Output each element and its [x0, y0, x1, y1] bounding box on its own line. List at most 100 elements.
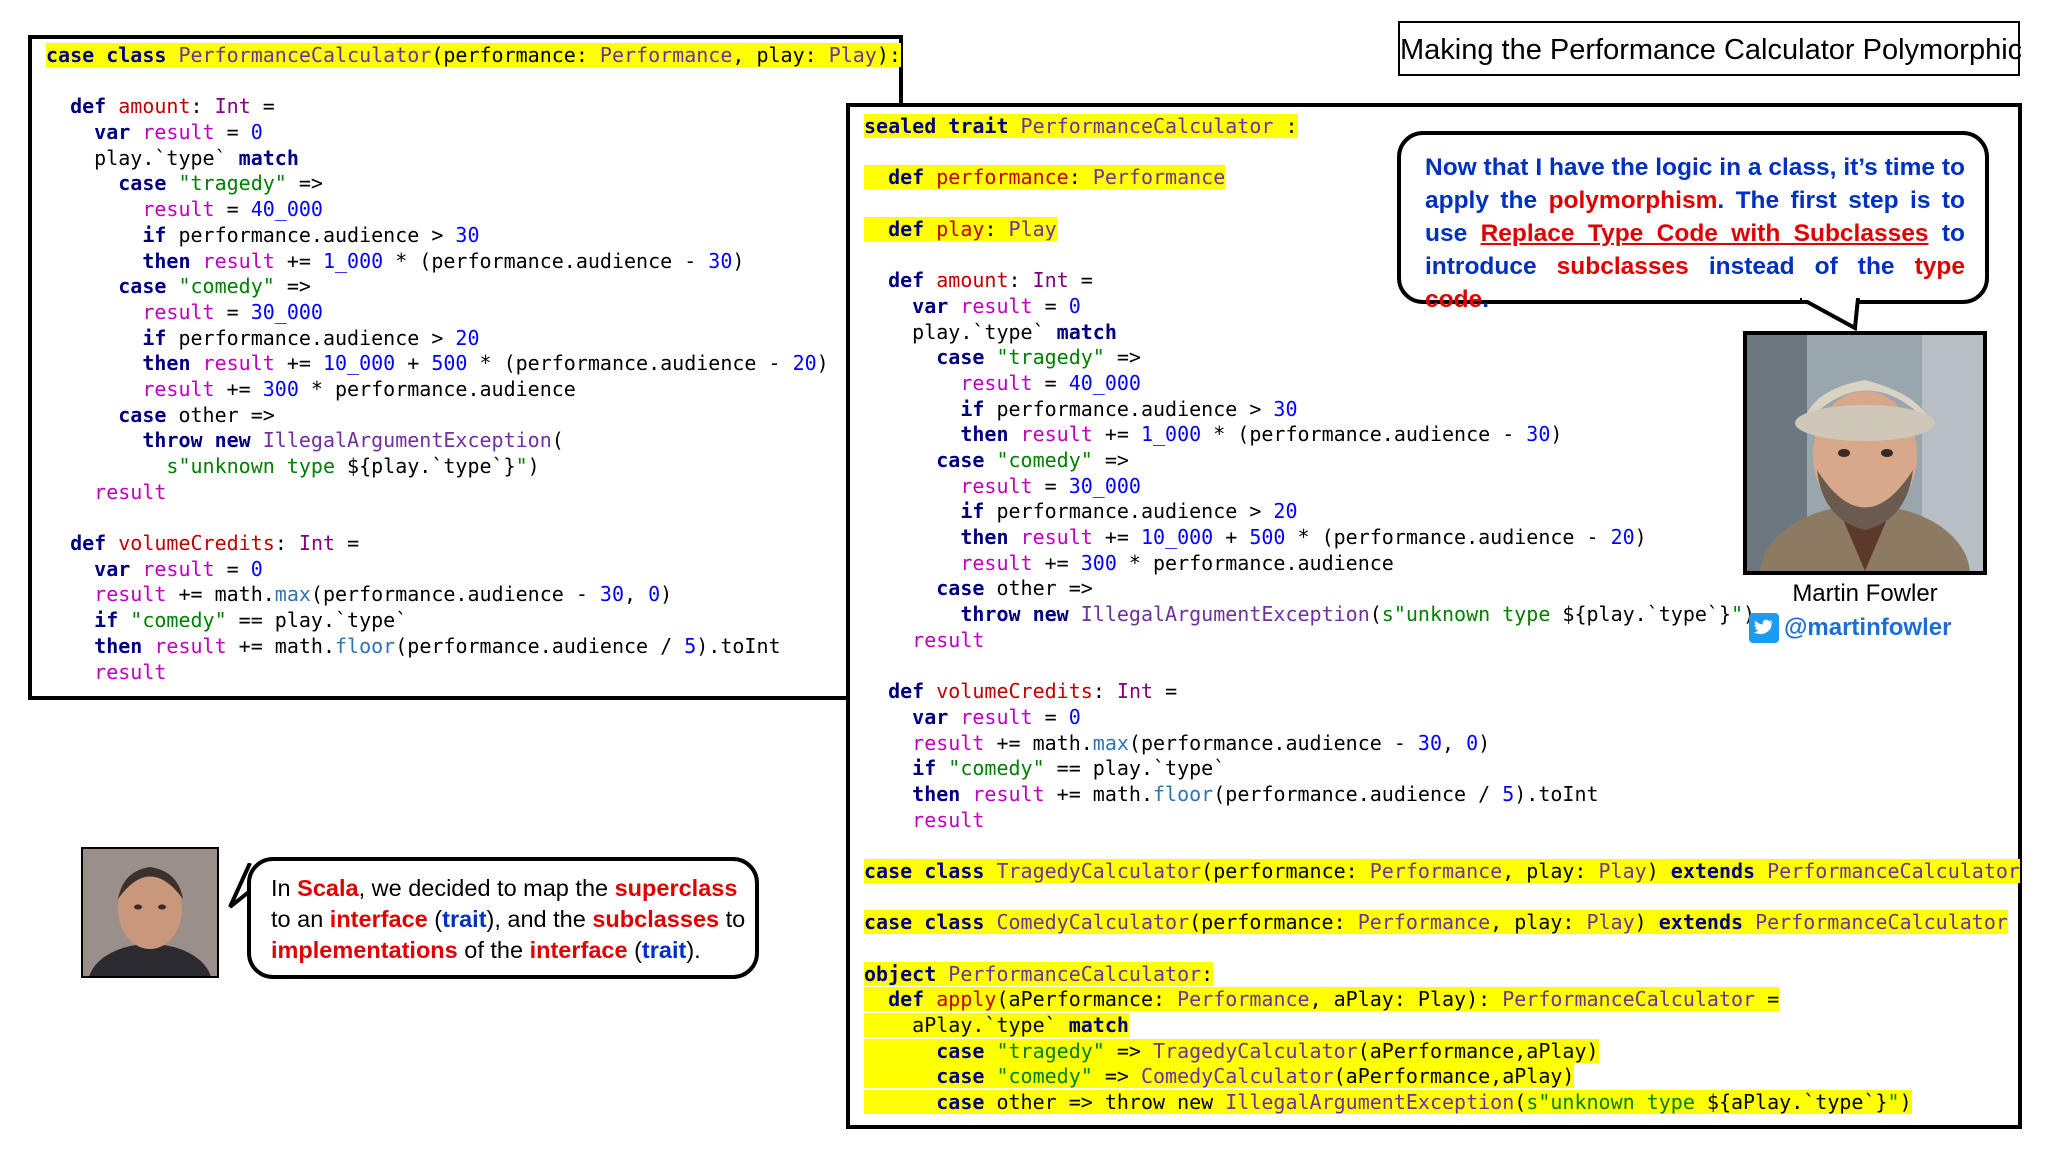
code-token: result — [142, 556, 215, 581]
code-line: case "comedy" => — [864, 448, 2020, 474]
code-token: result — [1020, 422, 1093, 447]
code-token: result — [960, 473, 1033, 498]
author-handle[interactable]: @martinfowler — [1784, 614, 1952, 641]
code-line: def apply(aPerformance: Performance, aPl… — [864, 987, 2020, 1013]
code-token: (performance.audience - — [310, 582, 600, 607]
refactoring-link[interactable]: Replace Type Code with Subclasses — [1480, 220, 1929, 247]
code-line: then result += 1_000 * (performance.audi… — [46, 249, 901, 275]
code-line: case "tragedy" => TragedyCalculator(aPer… — [864, 1038, 2020, 1065]
code-line: var result = 0 — [46, 557, 901, 583]
speech-segment: ), and the — [486, 906, 593, 932]
code-token: result — [202, 248, 275, 273]
code-token: result — [94, 659, 167, 684]
code-token: match — [1068, 1013, 1129, 1038]
code-token — [46, 454, 166, 478]
code-line: result — [46, 480, 901, 506]
code-token: , play: — [1502, 858, 1599, 883]
code-token: * performance.audience — [298, 376, 576, 401]
code-token: Int — [1116, 679, 1154, 704]
code-token: then — [142, 248, 203, 273]
code-token: " — [515, 454, 528, 478]
code-line: result += 300 * performance.audience — [864, 551, 2020, 577]
fowler-speech-bubble: Now that I have the logic in a class, it… — [1397, 131, 1989, 313]
code-token: extends — [1670, 858, 1768, 883]
speech-segment: to introduce — [1425, 220, 1965, 280]
code-token — [46, 249, 142, 273]
code-token: other => throw new — [996, 1090, 1226, 1115]
code-token — [46, 300, 142, 324]
code-token: 10_000 — [322, 351, 396, 376]
code-token: "tragedy" — [178, 171, 287, 196]
code-line: var result = 0 — [864, 705, 2020, 731]
code-token: case — [118, 171, 179, 196]
code-token: += — [274, 351, 323, 376]
speech-segment: polymorphism — [1548, 187, 1718, 214]
code-token — [46, 582, 94, 606]
scala-bubble-tail — [228, 863, 252, 909]
code-line: def play: Play — [864, 216, 2020, 243]
code-line: case other => — [864, 576, 2020, 602]
code-token: , play: — [1490, 910, 1587, 935]
code-token: case — [936, 576, 997, 601]
speech-segment: interface — [329, 906, 428, 932]
code-token: 300 — [262, 376, 299, 401]
speech-segment: ( — [627, 937, 642, 963]
code-token — [46, 403, 118, 427]
code-line: case "comedy" => — [46, 274, 901, 300]
code-token: 20 — [792, 351, 817, 376]
code-token — [864, 628, 912, 652]
code-token: ${play.`type`} — [347, 454, 516, 478]
code-token: 1_000 — [322, 248, 384, 273]
code-token: ) — [527, 454, 540, 478]
code-token: Performance — [1369, 858, 1503, 883]
code-token: max — [274, 582, 311, 607]
speech-segment: superclass — [614, 875, 738, 901]
code-token — [46, 223, 142, 247]
code-token: "comedy" — [178, 274, 275, 299]
code-token: "tragedy" — [996, 345, 1105, 370]
code-token: "tragedy" — [996, 1038, 1105, 1063]
code-token: case — [936, 1064, 997, 1089]
code-token: Play — [1598, 858, 1647, 883]
twitter-icon — [1749, 613, 1779, 643]
code-token: TragedyCalculator — [996, 858, 1202, 883]
code-token: IllegalArgumentException — [1225, 1090, 1515, 1115]
code-token: def — [888, 165, 937, 190]
code-token: 20 — [1273, 499, 1298, 524]
code-line: then result += 10_000 + 500 * (performan… — [46, 351, 901, 377]
page-title: Making the Performance Calculator Polymo… — [1400, 34, 2023, 66]
code-token: += — [1032, 550, 1081, 575]
left-code-panel: case class PerformanceCalculator(perform… — [28, 35, 903, 700]
code-token — [46, 480, 94, 504]
code-token: (aPerformance,aPlay) — [1333, 1064, 1575, 1089]
code-token — [864, 422, 960, 446]
code-token: ) — [1899, 1090, 1912, 1115]
code-token — [864, 448, 936, 472]
code-token: case — [118, 402, 179, 427]
code-token: case — [936, 447, 997, 472]
code-token: = — [1032, 293, 1069, 318]
code-token: s"unknown type — [1526, 1090, 1707, 1115]
code-token: if — [142, 222, 179, 247]
code-token: ) — [1550, 422, 1563, 447]
code-token — [46, 557, 94, 581]
code-token: ): — [876, 43, 901, 67]
code-token: 500 — [431, 351, 468, 376]
code-token: var — [912, 293, 961, 318]
title-box: Making the Performance Calculator Polymo… — [1398, 21, 2023, 76]
code-token: PerformanceCalculator — [948, 961, 1202, 986]
code-token: case class — [864, 910, 997, 935]
code-token: other => — [996, 576, 1093, 601]
code-token: , — [1442, 730, 1467, 755]
code-token: => — [274, 274, 311, 299]
code-token: var — [94, 556, 143, 581]
code-token — [864, 525, 960, 549]
code-token — [864, 756, 912, 780]
code-token: result — [912, 807, 985, 832]
code-token: result — [94, 582, 167, 607]
code-token: = — [214, 120, 251, 145]
code-line: if performance.audience > 30 — [864, 397, 2020, 423]
code-token: then — [142, 351, 203, 376]
speech-segment: subclasses — [1556, 253, 1689, 280]
fowler-bubble-tail — [1800, 298, 1860, 332]
